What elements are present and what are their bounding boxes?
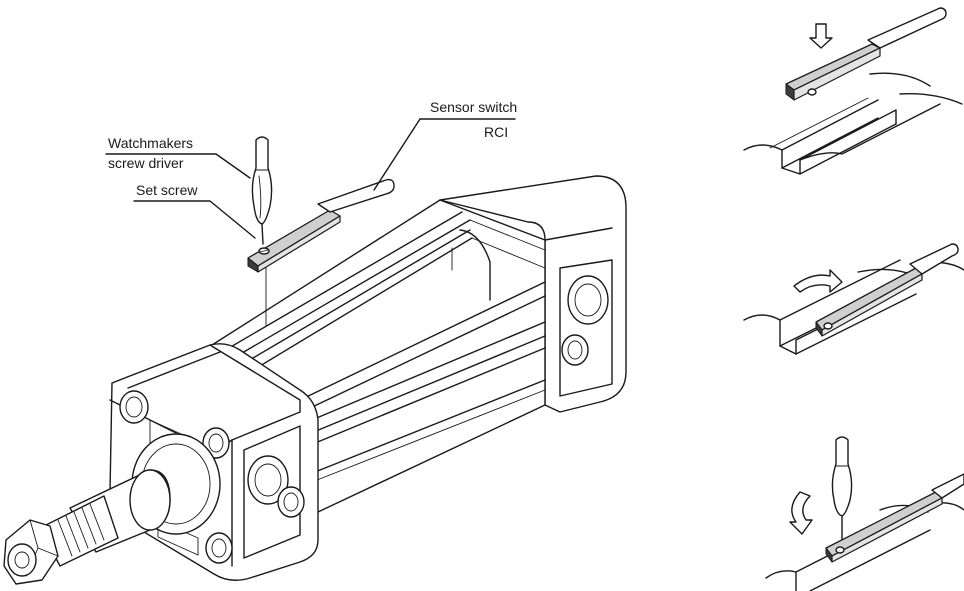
step-tighten-set-screw: [765, 436, 964, 591]
screw-driver-label: screw driver: [108, 155, 184, 171]
piston-rod: [3, 469, 171, 585]
step-rotate-sensor: [743, 243, 964, 355]
step-insert-sensor: [743, 7, 963, 175]
pneumatic-cylinder: [3, 175, 627, 585]
cylinder-barrel: [211, 199, 546, 513]
watchmakers-label: Watchmakers: [108, 135, 193, 151]
screwdriver-icon: [251, 136, 273, 245]
sensor-model-label: RCI: [484, 124, 508, 140]
sensor-switch-label: Sensor switch: [430, 99, 517, 115]
screwdriver-icon: [831, 436, 853, 541]
rotate-arrow-icon: [793, 269, 843, 293]
rotate-arrow-icon: [789, 491, 813, 535]
set-screw-label: Set screw: [136, 182, 198, 198]
down-arrow-icon: [809, 23, 833, 49]
label-leaders: [105, 118, 516, 239]
rear-end-cap: [439, 175, 627, 413]
